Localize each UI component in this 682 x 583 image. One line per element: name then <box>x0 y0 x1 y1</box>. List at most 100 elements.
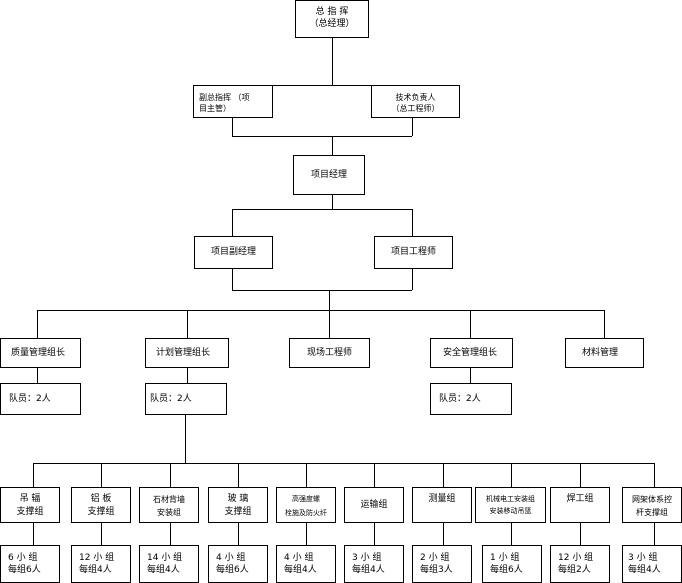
project-manager-box: 项目经理 <box>293 155 365 195</box>
lead-box: 安全管理组长 <box>430 338 513 368</box>
lead-box: 计划管理组长 <box>145 338 229 368</box>
connector <box>332 195 333 209</box>
group-line1: 焊工组 <box>566 494 594 504</box>
connector <box>329 290 330 310</box>
group-box: 测量组 <box>412 487 472 523</box>
size-line2: 每组4人 <box>284 565 317 575</box>
group-line2: 支撑组 <box>87 507 115 517</box>
group-line2: 支撑组 <box>16 507 44 517</box>
connector <box>37 368 38 383</box>
group-line1: 玻 璃 <box>227 494 249 504</box>
group-box: 运输组 <box>344 487 404 523</box>
connector <box>33 523 34 545</box>
size-box: 1 小 组 每组6人 <box>482 545 542 583</box>
deputy-line2: 目主管） <box>199 104 231 113</box>
size-box: 3 小 组 每组4人 <box>622 545 682 583</box>
lead-box: 质量管理组长 <box>0 338 81 368</box>
connector <box>604 310 605 338</box>
connector <box>232 269 233 290</box>
connector <box>187 368 188 383</box>
size-line2: 每组6人 <box>490 565 523 575</box>
connector <box>238 463 239 487</box>
group-line1: 机械电工安装组 <box>486 495 535 503</box>
connector <box>332 136 333 155</box>
lead-title: 现场工程师 <box>306 348 352 358</box>
tech-line1: 技术负责人 <box>395 93 436 102</box>
connector <box>185 415 186 463</box>
connector <box>170 463 171 487</box>
lead-box: 材料管理 <box>565 338 644 368</box>
connector <box>232 209 233 236</box>
team-label: 队员：2人 <box>9 394 51 404</box>
connector <box>654 463 655 487</box>
size-box: 4 小 组 每组4人 <box>276 545 336 583</box>
group-box: 吊 辐 支撑组 <box>0 487 60 523</box>
size-box: 3 小 组 每组4人 <box>344 545 404 583</box>
connector <box>306 523 307 545</box>
size-line2: 每组4人 <box>147 565 180 575</box>
deputy-pm-label: 项目副经理 <box>210 247 256 257</box>
tech-line2: （总工程师） <box>391 104 440 113</box>
connector <box>101 463 102 487</box>
size-line1: 1 小 组 <box>490 553 520 563</box>
connector <box>170 523 171 545</box>
top-line1: 总 指 挥 <box>315 7 349 17</box>
size-box: 2 小 组 每组3人 <box>412 545 472 583</box>
group-line1: 吊 辐 <box>19 494 41 504</box>
connector <box>33 463 654 464</box>
size-line2: 每组2人 <box>558 565 591 575</box>
connector <box>443 523 444 545</box>
connector <box>412 209 413 236</box>
size-box: 6 小 组 每组6人 <box>0 545 60 583</box>
connector <box>187 310 188 338</box>
group-box: 焊工组 <box>550 487 610 523</box>
size-box: 4 小 组 每组6人 <box>208 545 268 583</box>
size-box: 12 小 组 每组4人 <box>71 545 131 583</box>
connector <box>443 463 444 487</box>
group-line1: 铝 板 <box>90 494 112 504</box>
connector <box>580 523 581 545</box>
connector <box>37 310 38 338</box>
group-box: 机械电工安装组 安装移动吊篮 <box>475 487 546 523</box>
team-box: 队员：2人 <box>430 383 512 415</box>
size-line1: 12 小 组 <box>79 553 115 563</box>
group-line2: 栓施及防火纤 <box>285 509 327 517</box>
connector <box>511 463 512 487</box>
connector <box>654 523 655 545</box>
deputy-commander-box: 副总指挥 （项 目主管） <box>193 85 273 118</box>
tech-lead-box: 技术负责人 （总工程师） <box>371 85 460 118</box>
connector <box>33 463 34 487</box>
group-line1: 高强度螺 <box>292 495 320 503</box>
size-line2: 每组3人 <box>420 565 453 575</box>
connector <box>232 209 412 210</box>
connector <box>374 523 375 545</box>
connector <box>37 310 604 311</box>
group-line2: 杆支撑组 <box>636 508 668 517</box>
group-box: 玻 璃 支撑组 <box>208 487 268 523</box>
lead-title: 质量管理组长 <box>11 348 66 358</box>
size-line2: 每组6人 <box>216 565 249 575</box>
size-line2: 每组4人 <box>628 565 661 575</box>
connector <box>232 136 412 137</box>
group-line2: 安装组 <box>157 508 181 517</box>
size-line1: 4 小 组 <box>216 553 246 563</box>
size-line1: 12 小 组 <box>558 553 594 563</box>
size-line1: 4 小 组 <box>284 553 314 563</box>
team-label: 队员：2人 <box>439 394 481 404</box>
connector <box>374 463 375 487</box>
group-line1: 网架体系控 <box>632 495 672 504</box>
size-box: 12 小 组 每组2人 <box>550 545 610 583</box>
team-box: 队员：2人 <box>0 383 81 415</box>
size-box: 14 小 组 每组4人 <box>139 545 199 583</box>
lead-title: 计划管理组长 <box>156 348 211 358</box>
size-line1: 14 小 组 <box>147 553 183 563</box>
connector <box>232 290 412 291</box>
project-engineer-label: 项目工程师 <box>390 247 436 257</box>
top-line2: （总经理） <box>309 19 355 29</box>
connector <box>332 38 333 85</box>
project-engineer-box: 项目工程师 <box>374 236 453 269</box>
connector <box>329 310 330 338</box>
lead-title: 安全管理组长 <box>443 348 498 358</box>
group-line2: 安装移动吊篮 <box>489 507 532 515</box>
